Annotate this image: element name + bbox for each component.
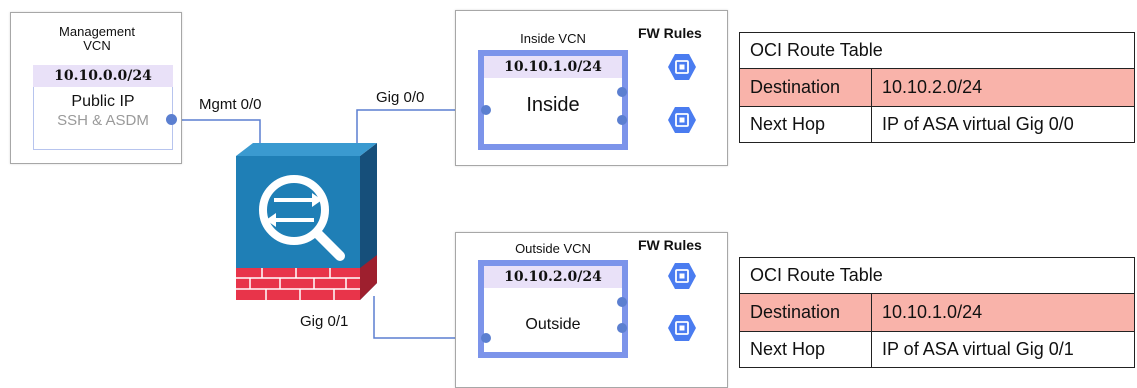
management-vcn-title: Management VCN [59,24,135,53]
outside-vcn-title: Outside VCN [515,241,591,256]
gig0-interface-label: Gig 0/0 [376,89,425,106]
route-table-top: OCI Route Table Destination 10.10.2.0/24… [739,32,1135,143]
route-table-bottom: OCI Route Table Destination 10.10.1.0/24… [739,257,1135,368]
outside-cidr: 10.10.2.0/24 [484,266,622,288]
gig1-interface-label: Gig 0/1 [300,313,349,330]
vm-instance-icon [668,315,696,341]
mgmt-interface-label: Mgmt 0/0 [199,96,262,113]
inside-port-left [481,105,491,115]
route-table-top-hop-value: IP of ASA virtual Gig 0/0 [871,106,1135,143]
gig0-link [356,109,486,143]
management-cidr: 10.10.0.0/24 [33,65,173,87]
route-table-top-dest-label: Destination [739,68,872,107]
inside-port-right-1 [617,87,627,97]
inside-port-right-2 [617,115,627,125]
route-table-bottom-hop-value: IP of ASA virtual Gig 0/1 [871,331,1135,368]
public-ip-label: Public IP [71,93,135,110]
vm-instance-icon [668,54,696,80]
vm-instance-icon [668,107,696,133]
outside-port-right-2 [617,323,627,333]
route-table-bottom-title: OCI Route Table [739,257,1135,294]
vm-instance-icon [668,263,696,289]
route-table-bottom-dest-value: 10.10.1.0/24 [871,293,1135,332]
inside-label: Inside [526,94,580,116]
outside-label: Outside [525,316,581,333]
outside-fw-rules-label: FW Rules [638,237,702,253]
management-vcn-panel: Management VCN 10.10.0.0/24 Public IP SS… [10,12,182,164]
asa-firewall-icon [236,143,377,300]
outside-port-right-1 [617,297,627,307]
route-table-bottom-hop-label: Next Hop [739,331,872,368]
mgmt-link [172,119,261,143]
route-table-bottom-dest-label: Destination [739,293,872,332]
route-table-top-title: OCI Route Table [739,32,1135,69]
mgmt-port-dot [166,114,177,125]
route-table-top-dest-value: 10.10.2.0/24 [871,68,1135,107]
gig1-link [373,296,486,339]
outside-port-left [481,333,491,343]
route-table-top-hop-label: Next Hop [739,106,872,143]
inside-cidr: 10.10.1.0/24 [484,56,622,78]
ssh-asdm-label: SSH & ASDM [57,112,149,129]
inside-fw-rules-label: FW Rules [638,25,702,41]
inside-vcn-title: Inside VCN [520,31,586,46]
